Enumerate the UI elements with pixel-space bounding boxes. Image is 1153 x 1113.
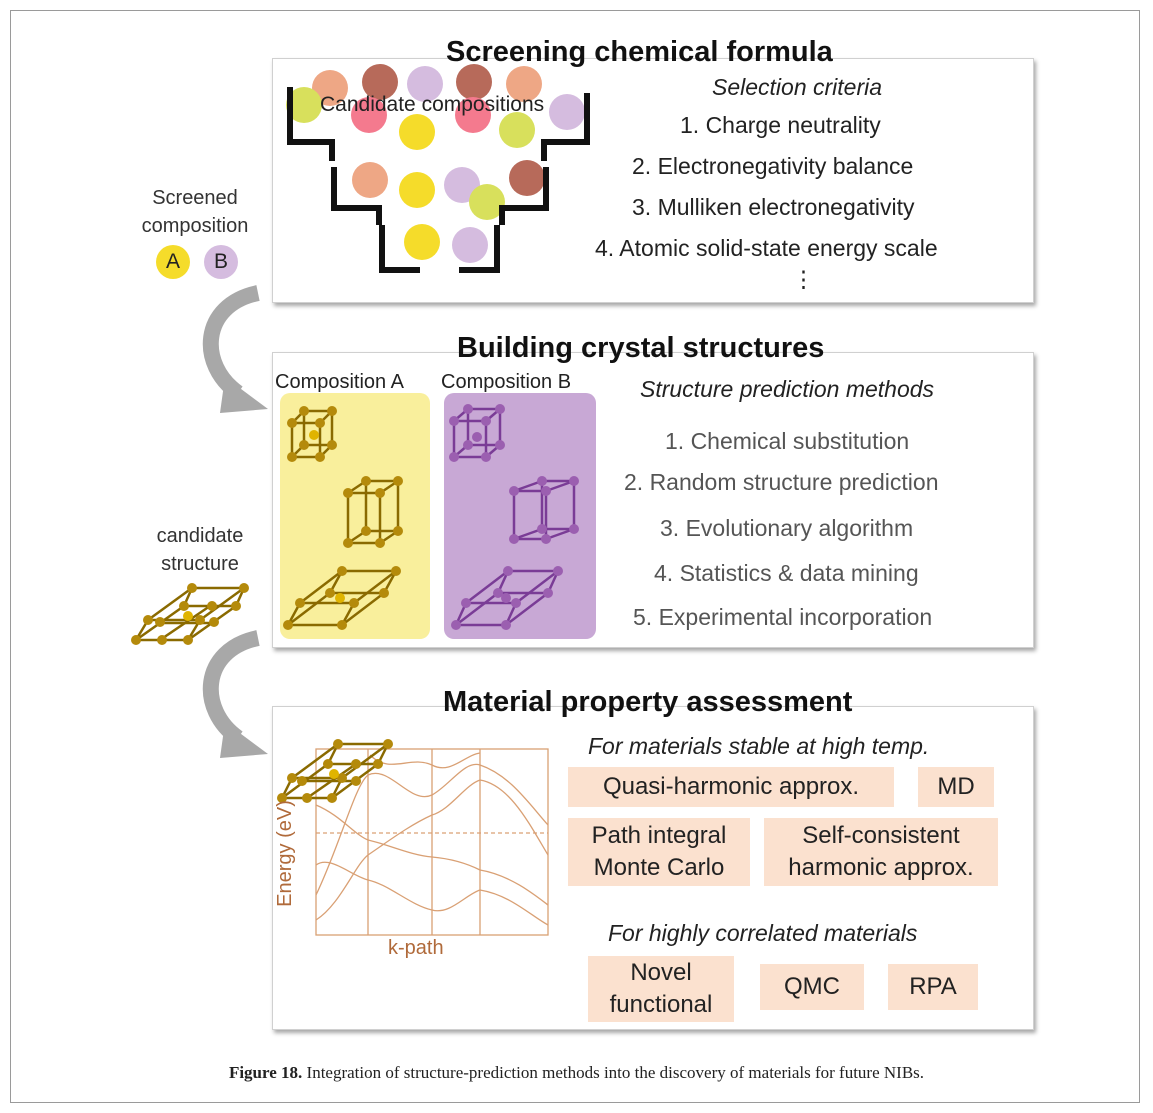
band-ylabel: Energy (eV) (273, 800, 296, 907)
method-item: 3. Evolutionary algorithm (660, 515, 914, 541)
badge-a-label: A (165, 250, 180, 273)
figure-frame (10, 10, 1140, 1103)
curved-arrow-2 (202, 630, 268, 758)
funnel-label: Candidate compositions (320, 93, 545, 116)
badge-b: B (204, 245, 238, 279)
criterion: 1. Charge neutrality (680, 112, 881, 138)
ball (399, 114, 435, 150)
ball (362, 64, 398, 100)
caption-text: Integration of structure-prediction meth… (302, 1063, 925, 1082)
composition-b-label: Composition B (441, 371, 572, 393)
candidate-label-line2: structure (161, 553, 239, 575)
screened-composition-label: Screened composition (120, 184, 270, 240)
ball (455, 97, 491, 133)
screening-panel (272, 58, 1034, 303)
method-item: 1. Chemical substitution (665, 428, 910, 454)
method-item: 5. Experimental incorporation (633, 604, 933, 630)
composition-b-box (444, 393, 596, 639)
band-xlabel: k-path (388, 937, 444, 959)
screened-label-line1: Screened (152, 187, 238, 209)
composition-a-label: Composition A (275, 371, 404, 393)
crystal-structures-b (449, 404, 579, 630)
correlated-heading: For highly correlated materials (608, 920, 918, 946)
badge-a: A (156, 245, 190, 279)
criteria-heading: Selection criteria (712, 74, 883, 100)
tag-qmc: QMC (760, 964, 864, 1010)
figure-caption: Figure 18. Integration of structure-pred… (0, 1063, 1153, 1083)
screening-title: Screening chemical formula (446, 36, 833, 68)
tag-md: MD (918, 767, 994, 807)
property-crystal-icon (277, 739, 393, 803)
property-title: Material property assessment (443, 686, 853, 718)
badge-b-label: B (213, 250, 228, 273)
methods-heading: Structure prediction methods (640, 376, 935, 402)
ball (312, 70, 348, 106)
criterion: 4. Atomic solid-state energy scale (595, 235, 938, 261)
funnel-diagram (286, 64, 590, 273)
tag-quasi-harmonic: Quasi-harmonic approx. (568, 767, 894, 807)
ball (351, 97, 387, 133)
tag-path-integral: Path integral Monte Carlo (568, 818, 750, 886)
screened-label-line2: composition (141, 215, 249, 237)
ball (404, 224, 440, 260)
ball (407, 66, 443, 102)
tag-rpa: RPA (888, 964, 978, 1010)
ball (286, 87, 322, 123)
caption-label: Figure 18. (228, 1063, 303, 1082)
curved-arrow-1 (202, 285, 268, 413)
method-item: 4. Statistics & data mining (654, 560, 919, 586)
ball (506, 66, 542, 102)
high-temp-heading: For materials stable at high temp. (588, 733, 930, 759)
criterion: 3. Mulliken electronegativity (632, 194, 915, 220)
ball (549, 94, 585, 130)
tag-novel-functional: Novel functional (588, 956, 734, 1022)
candidate-label-line1: candidate (156, 525, 244, 547)
band-structure-plot (315, 748, 549, 936)
candidate-structure-label: candidate structure (125, 522, 275, 578)
candidate-structure-icon (131, 583, 249, 645)
ball (452, 227, 488, 263)
ball (469, 184, 505, 220)
criteria-ellipsis: ⋮ (792, 266, 815, 292)
criterion: 2. Electronegativity balance (632, 153, 914, 179)
ball (509, 160, 545, 196)
ball (352, 162, 388, 198)
ball (499, 112, 535, 148)
ball (456, 64, 492, 100)
crystal-title: Building crystal structures (457, 332, 825, 364)
tag-self-consistent: Self-consistent harmonic approx. (764, 818, 998, 886)
method-item: 2. Random structure prediction (624, 469, 939, 495)
ball (399, 172, 435, 208)
crystal-structures-a (283, 406, 403, 630)
